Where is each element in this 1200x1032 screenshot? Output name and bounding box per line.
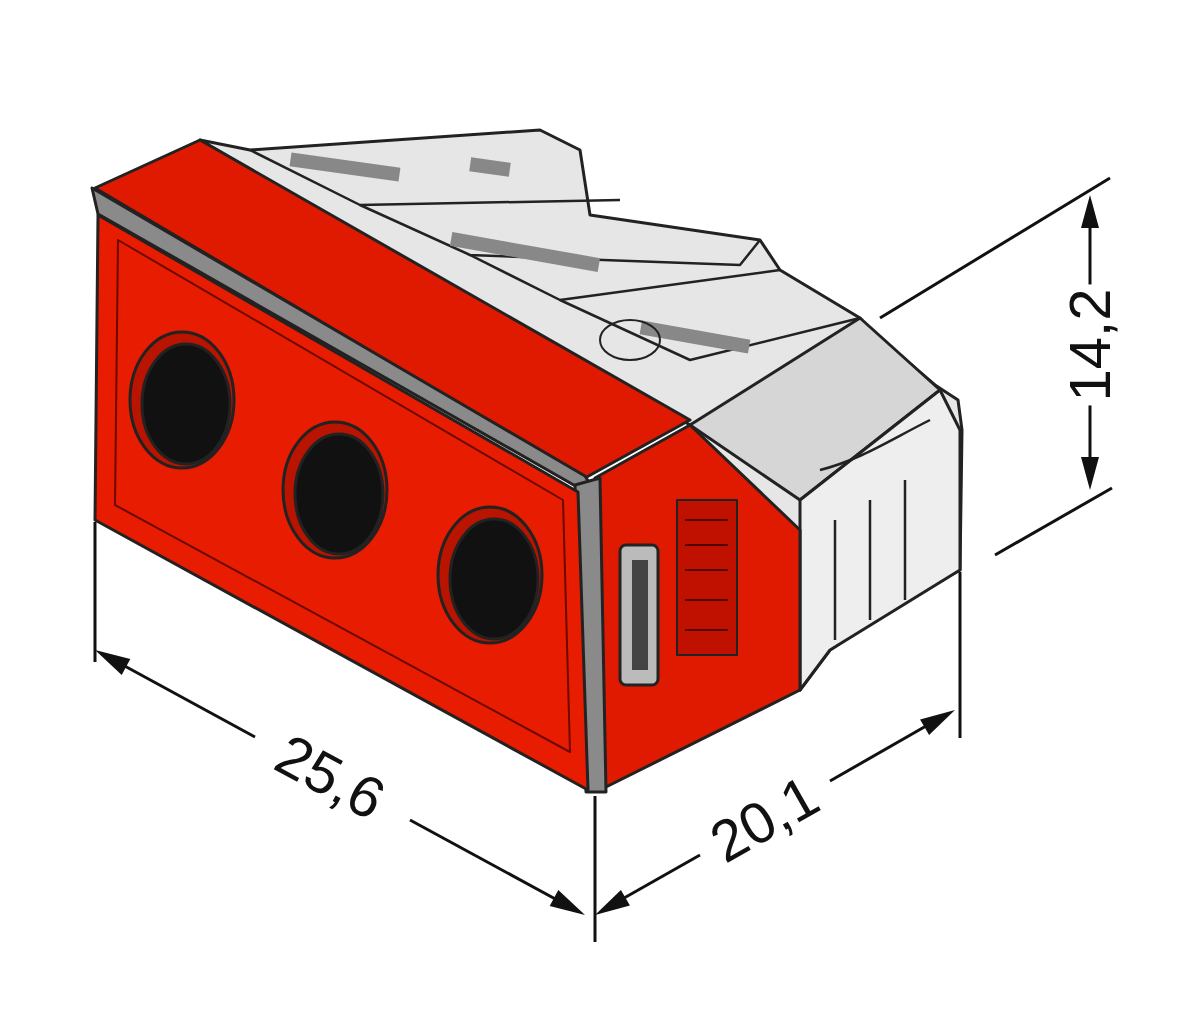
dimension-label: 14,2	[1059, 285, 1121, 406]
dimension-label: 25,6	[262, 721, 398, 833]
dimension-label: 20,1	[696, 762, 832, 876]
